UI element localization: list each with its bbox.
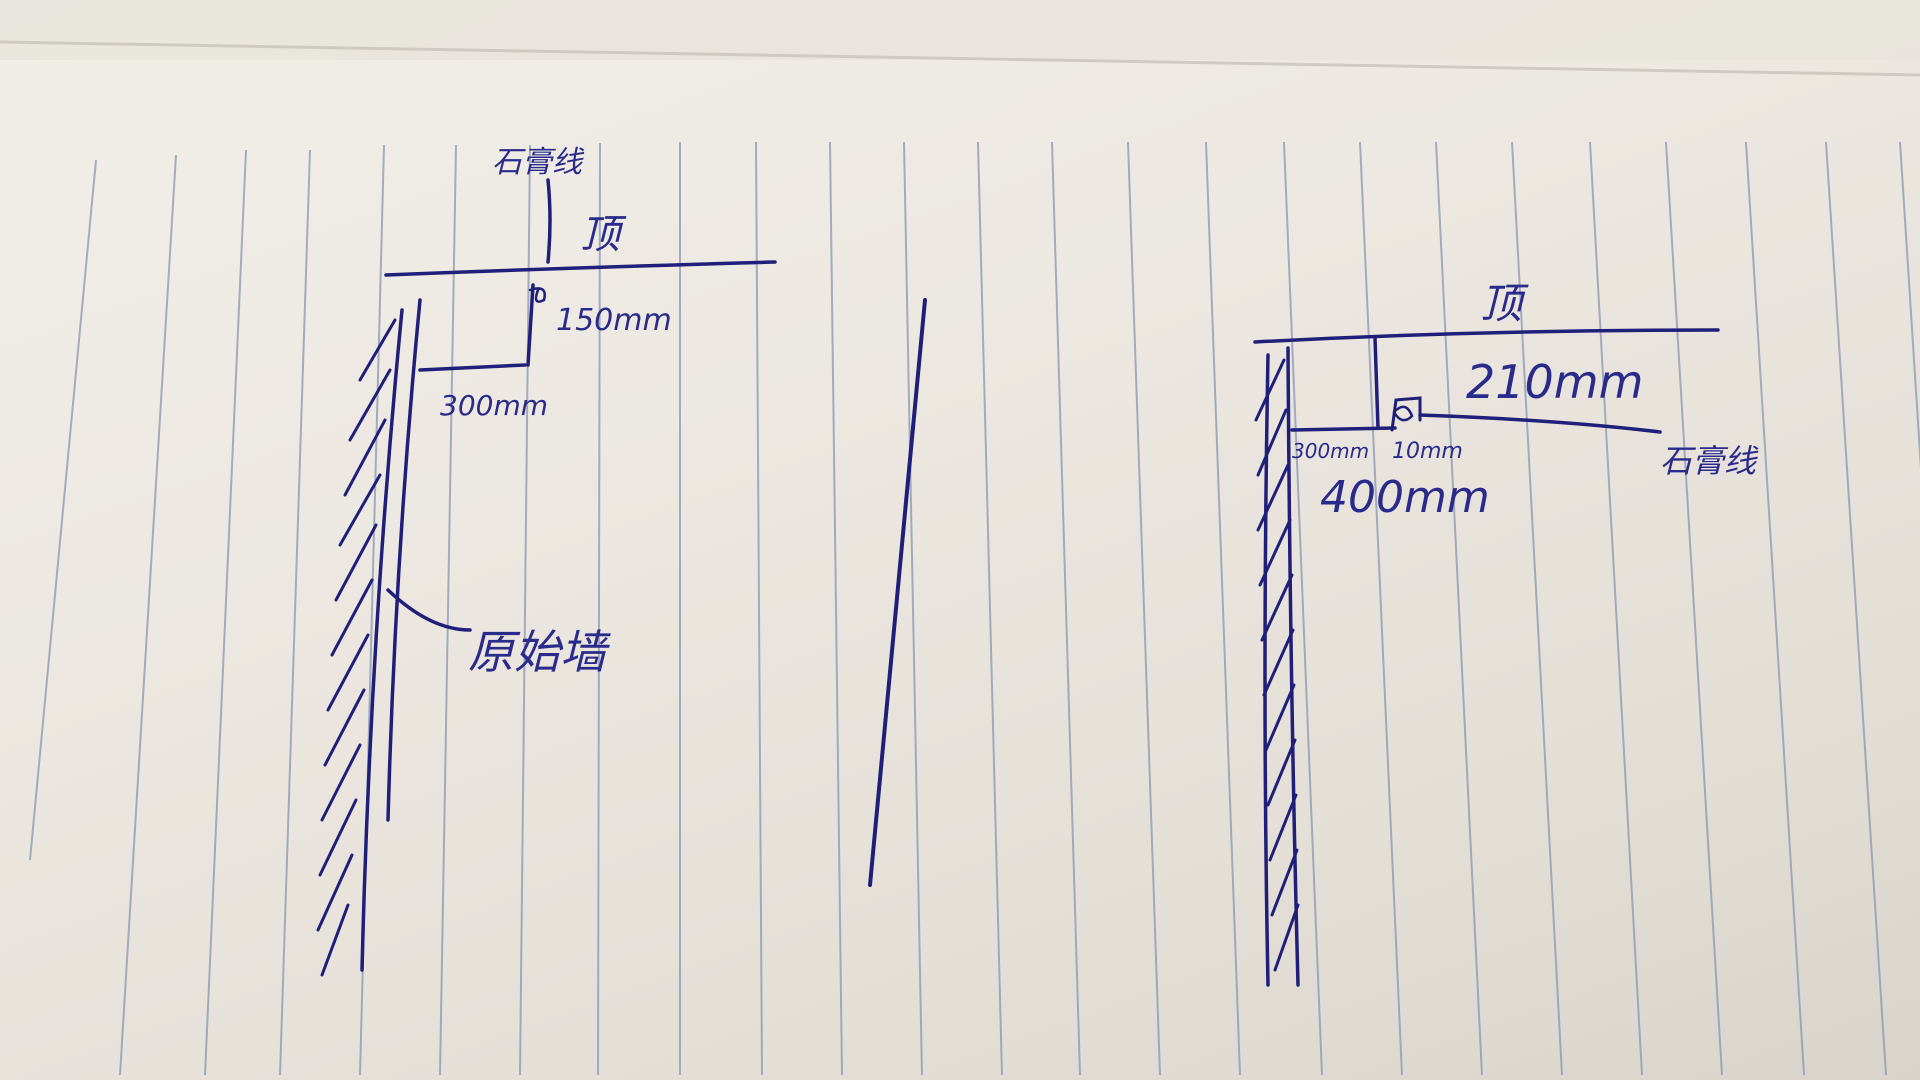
right-label-ceiling: 顶: [1480, 279, 1529, 328]
right-side-leader: [1418, 413, 1662, 434]
right-wall-line-2: [1263, 353, 1270, 987]
right-wall-hatch: [1254, 358, 1300, 972]
left-dim-height: 150mm: [556, 303, 672, 338]
left-wall-hatch: [316, 318, 397, 977]
right-dim-height: 210mm: [1466, 355, 1643, 409]
left-wall-line-1: [386, 298, 422, 822]
ruled-lines: [29, 141, 1920, 1076]
right-sketch: [1253, 328, 1720, 987]
left-cornice-horizontal: [418, 363, 527, 372]
paper-top-edge: [0, 40, 1920, 77]
left-wall-line-2: [360, 308, 404, 972]
right-label-cornice: 石膏线: [1660, 442, 1759, 480]
left-sketch: [316, 178, 777, 977]
divider-line: [868, 298, 927, 887]
right-dim-width-a: 300mm: [1292, 439, 1369, 463]
right-dim-width-b: 10mm: [1392, 439, 1463, 464]
paper-top-band: [0, 0, 1920, 60]
right-cornice-scribble: [1392, 405, 1414, 422]
left-label-wall: 原始墙: [468, 625, 611, 679]
left-label-cornice: 石膏线: [492, 145, 585, 180]
left-joint-scribble: [528, 287, 546, 303]
right-cornice-profile: [1390, 396, 1422, 432]
left-label-ceiling: 顶: [580, 212, 627, 258]
right-cornice-vertical: [1373, 336, 1380, 430]
left-ceiling-line: [384, 260, 777, 277]
right-dim-total: 400mm: [1320, 472, 1490, 523]
left-cornice-vertical: [526, 283, 535, 367]
left-top-leader: [546, 178, 552, 264]
left-dim-width: 300mm: [440, 389, 548, 422]
right-wall-line-1: [1286, 346, 1300, 987]
left-wall-leader: [386, 588, 472, 632]
right-ceiling-line: [1253, 328, 1720, 344]
right-cornice-horizontal: [1290, 426, 1397, 432]
